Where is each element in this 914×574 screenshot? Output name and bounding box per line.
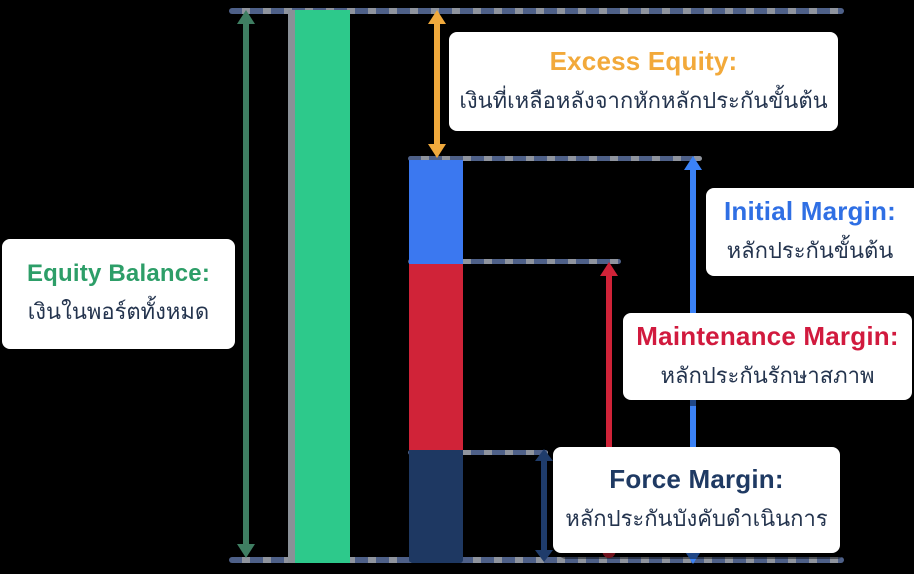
initial-margin-description: หลักประกันขั้นต้น xyxy=(726,238,894,263)
force-margin-callout: Force Margin: หลักประกันบังคับดำเนินการ xyxy=(553,447,840,553)
maintenance-margin-description: หลักประกันรักษาสภาพ xyxy=(660,362,875,388)
force-margin-description: หลักประกันบังคับดำเนินการ xyxy=(565,506,828,531)
initial-margin-title: Initial Margin: xyxy=(724,196,896,226)
arrow-up-icon xyxy=(600,262,618,276)
force-margin-segment xyxy=(409,450,463,563)
excess-equity-callout: Excess Equity: เงินที่เหลือหลังจากหักหลั… xyxy=(449,32,838,131)
arrow-up-icon xyxy=(428,10,446,24)
excess-equity-description: เงินที่เหลือหลังจากหักหลักประกันขั้นต้น xyxy=(459,87,828,113)
maintenance-margin-segment xyxy=(409,264,463,450)
arrow-down-icon xyxy=(535,550,553,562)
arrow-up-icon xyxy=(684,156,702,170)
equity-balance-bar xyxy=(295,10,350,563)
equity-balance-title: Equity Balance: xyxy=(26,259,211,287)
equity-top-dashed-line xyxy=(229,8,844,14)
arrow-up-icon xyxy=(237,10,255,24)
initial-margin-callout: Initial Margin: หลักประกันขั้นต้น xyxy=(706,188,914,276)
force-margin-dashed-line xyxy=(408,450,548,455)
initial-margin-dashed-line xyxy=(408,156,702,161)
initial-margin-top-segment xyxy=(409,160,463,264)
arrow-down-icon xyxy=(428,144,446,158)
margin-stack-bar xyxy=(409,160,463,563)
maintenance-margin-title: Maintenance Margin: xyxy=(636,320,899,351)
arrow-down-icon xyxy=(237,544,255,558)
force-margin-measure-arrow xyxy=(534,449,554,562)
arrow-down-icon xyxy=(684,550,702,564)
equity-balance-description: เงินในพอร์ตทั้งหมด xyxy=(27,298,210,324)
maintenance-margin-callout: Maintenance Margin: หลักประกันรักษาสภาพ xyxy=(623,313,912,400)
arrow-up-icon xyxy=(535,449,553,461)
force-margin-title: Force Margin: xyxy=(609,464,784,494)
excess-equity-measure-arrow xyxy=(427,10,447,158)
equity-balance-measure-arrow xyxy=(236,10,256,558)
excess-equity-title: Excess Equity: xyxy=(549,45,738,76)
maintenance-margin-dashed-line xyxy=(408,259,621,264)
equity-balance-callout: Equity Balance: เงินในพอร์ตทั้งหมด xyxy=(2,239,235,349)
equity-bar-axis-strip xyxy=(288,10,295,563)
